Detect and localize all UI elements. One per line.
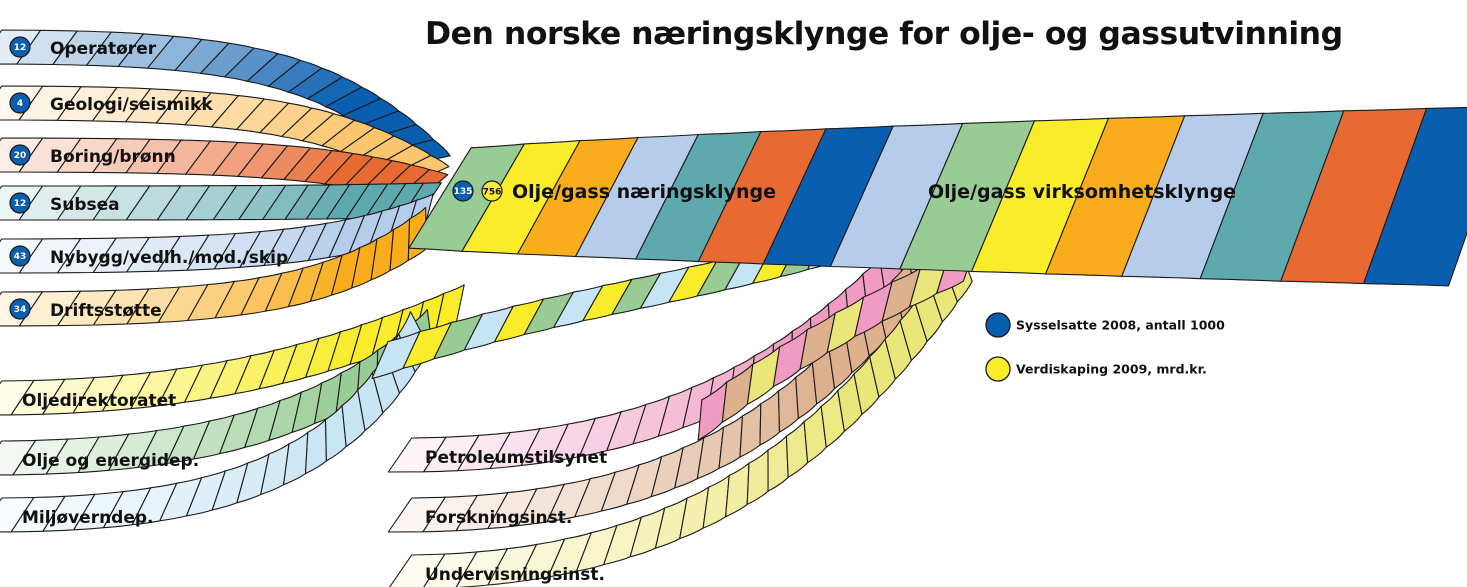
rope-segment [679,486,710,540]
branch-badge-1: 4 [9,92,31,114]
badge-value: 4 [17,99,23,109]
page-title: Den norske næringsklynge for olje- og ga… [425,16,1343,52]
legend-label: Sysselsatte 2008, antall 1000 [1016,318,1225,333]
badge-circle [9,298,31,320]
rope-segment [759,390,781,446]
badge-value: 34 [14,305,27,315]
branch-label-2: Boring/brønn [50,147,176,167]
lower-label-0: Oljedirektoratet [22,391,176,411]
branch-badge-4: 43 [9,245,31,267]
lower-label-2: Miljøverndep. [22,508,154,528]
branch-label-1: Geologi/seismikk [50,95,213,115]
branch-label-3: Subsea [50,195,120,215]
branch-rope-3 [0,182,442,221]
lower-rope-5 [389,242,973,587]
rope-segment [1363,106,1467,287]
legend-item-0: Sysselsatte 2008, antall 1000 [985,312,1225,338]
badge-value: 43 [14,252,27,262]
core-label-naering: Olje/gass næringsklynge [512,181,776,203]
rope-segment [718,415,744,469]
rope-segment [725,462,750,518]
branch-label-5: Driftsstøtte [50,301,162,321]
rope-segment [739,403,762,458]
badge-value: 756 [483,188,502,198]
rope-segment [702,474,730,529]
badge-value: 20 [14,151,27,161]
badge-value: 12 [14,43,27,53]
legend-swatch [985,356,1011,382]
badge-value: 12 [14,199,27,209]
main-rope [408,106,1467,287]
lower-label-3: Petroleumstilsynet [425,448,607,468]
branch-badge-3: 12 [9,192,31,214]
badge-circle [9,245,31,267]
rope-segment [767,435,789,492]
rope-segment [777,376,799,433]
badge-circle [452,180,474,202]
rope-segment [746,449,769,505]
core-badge-value: 756 [481,180,503,202]
branch-badge-5: 34 [9,298,31,320]
lower-label-4: Forskningsinst. [425,508,572,528]
badge-circle [9,144,31,166]
core-badge-employees: 135 [452,180,474,202]
core-label-virksomhet: Olje/gass virksomhetsklynge [928,181,1236,203]
legend-swatch [985,312,1011,338]
badge-circle [9,192,31,214]
legend-label: Verdiskaping 2009, mrd.kr. [1016,362,1207,377]
badge-value: 135 [454,187,473,197]
rope-layer [0,29,1467,587]
branch-label-0: Operatører [50,39,157,59]
label-layer: 12 Operatører 4 Geologi/seismikk 20 Boring/br… [9,36,1236,585]
badge-circle [9,92,31,114]
branch-rope-2 [0,137,449,202]
badge-circle [9,36,31,58]
rope-segment [304,419,327,475]
branch-badge-2: 20 [9,144,31,166]
lower-rope-0 [0,284,465,416]
rope-segment [283,431,309,486]
legend-item-1: Verdiskaping 2009, mrd.kr. [985,356,1207,382]
lower-label-1: Olje og energidep. [22,451,199,471]
lower-label-5: Undervisningsinst. [425,565,605,585]
badge-circle [481,180,503,202]
branch-label-4: Nybygg/vedlh./mod./skip [50,248,288,268]
branch-badge-0: 12 [9,36,31,58]
